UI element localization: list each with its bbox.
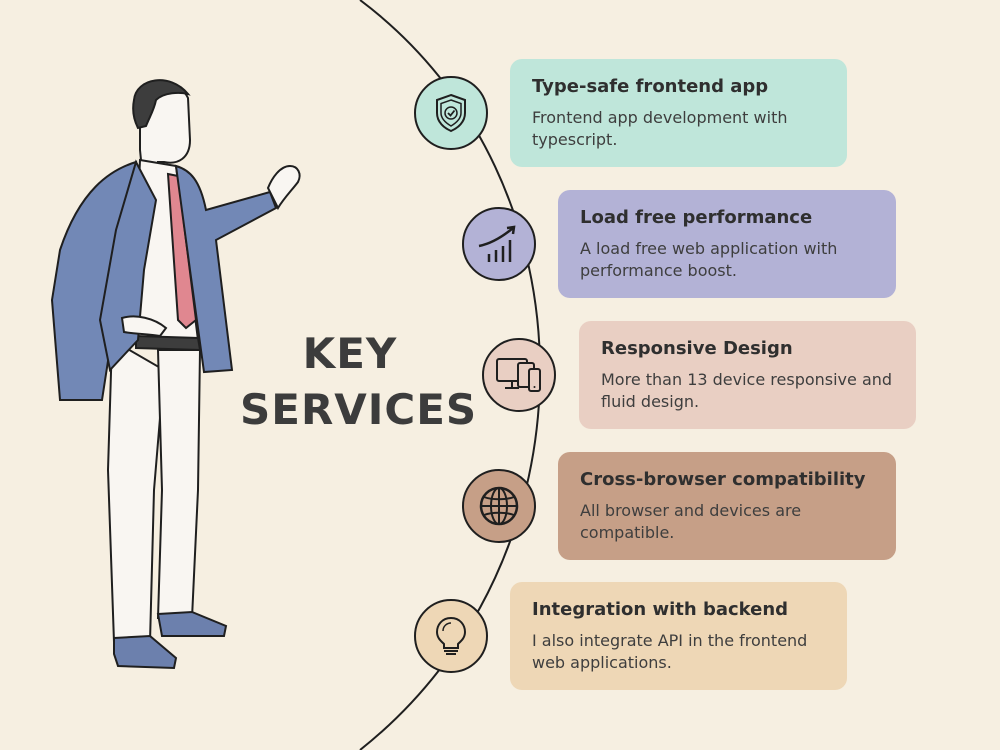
- globe-icon: [479, 486, 519, 526]
- service-2-description: A load free web application with perform…: [580, 239, 838, 280]
- shield-check-icon: [436, 93, 466, 133]
- service-5-description: I also integrate API in the frontend web…: [532, 631, 808, 672]
- devices-icon: [496, 358, 541, 392]
- service-3-description: More than 13 device responsive and fluid…: [601, 370, 893, 411]
- service-2-title: Load free performance: [580, 207, 813, 228]
- service-1-description: Frontend app development with typescript…: [532, 108, 788, 149]
- title-line-2: SERVICES: [240, 385, 478, 434]
- service-4-description: All browser and devices are compatible.: [580, 501, 802, 542]
- service-3-title: Responsive Design: [601, 338, 793, 359]
- service-2-icon-circle: [462, 207, 536, 281]
- service-1-icon-circle: [414, 76, 488, 150]
- page-title: KEY SERVICES: [240, 326, 478, 438]
- growth-chart-icon: [478, 225, 516, 262]
- title-line-1: KEY: [302, 329, 398, 378]
- service-card-2: Load free performance A load free web ap…: [558, 190, 896, 298]
- lightbulb-icon: [435, 616, 467, 655]
- service-5-title: Integration with backend: [532, 599, 789, 620]
- businessman-illustration: [50, 79, 301, 670]
- service-3-icon-circle: [482, 338, 556, 412]
- service-5-icon-circle: [414, 599, 488, 673]
- service-card-1: Type-safe frontend app Frontend app deve…: [510, 59, 847, 167]
- service-4-title: Cross-browser compatibility: [580, 469, 866, 490]
- service-card-3: Responsive Design More than 13 device re…: [579, 321, 916, 429]
- service-card-4: Cross-browser compatibility All browser …: [558, 452, 896, 560]
- service-card-5: Integration with backend I also integrat…: [510, 582, 847, 690]
- service-1-title: Type-safe frontend app: [532, 76, 769, 97]
- service-4-icon-circle: [462, 469, 536, 543]
